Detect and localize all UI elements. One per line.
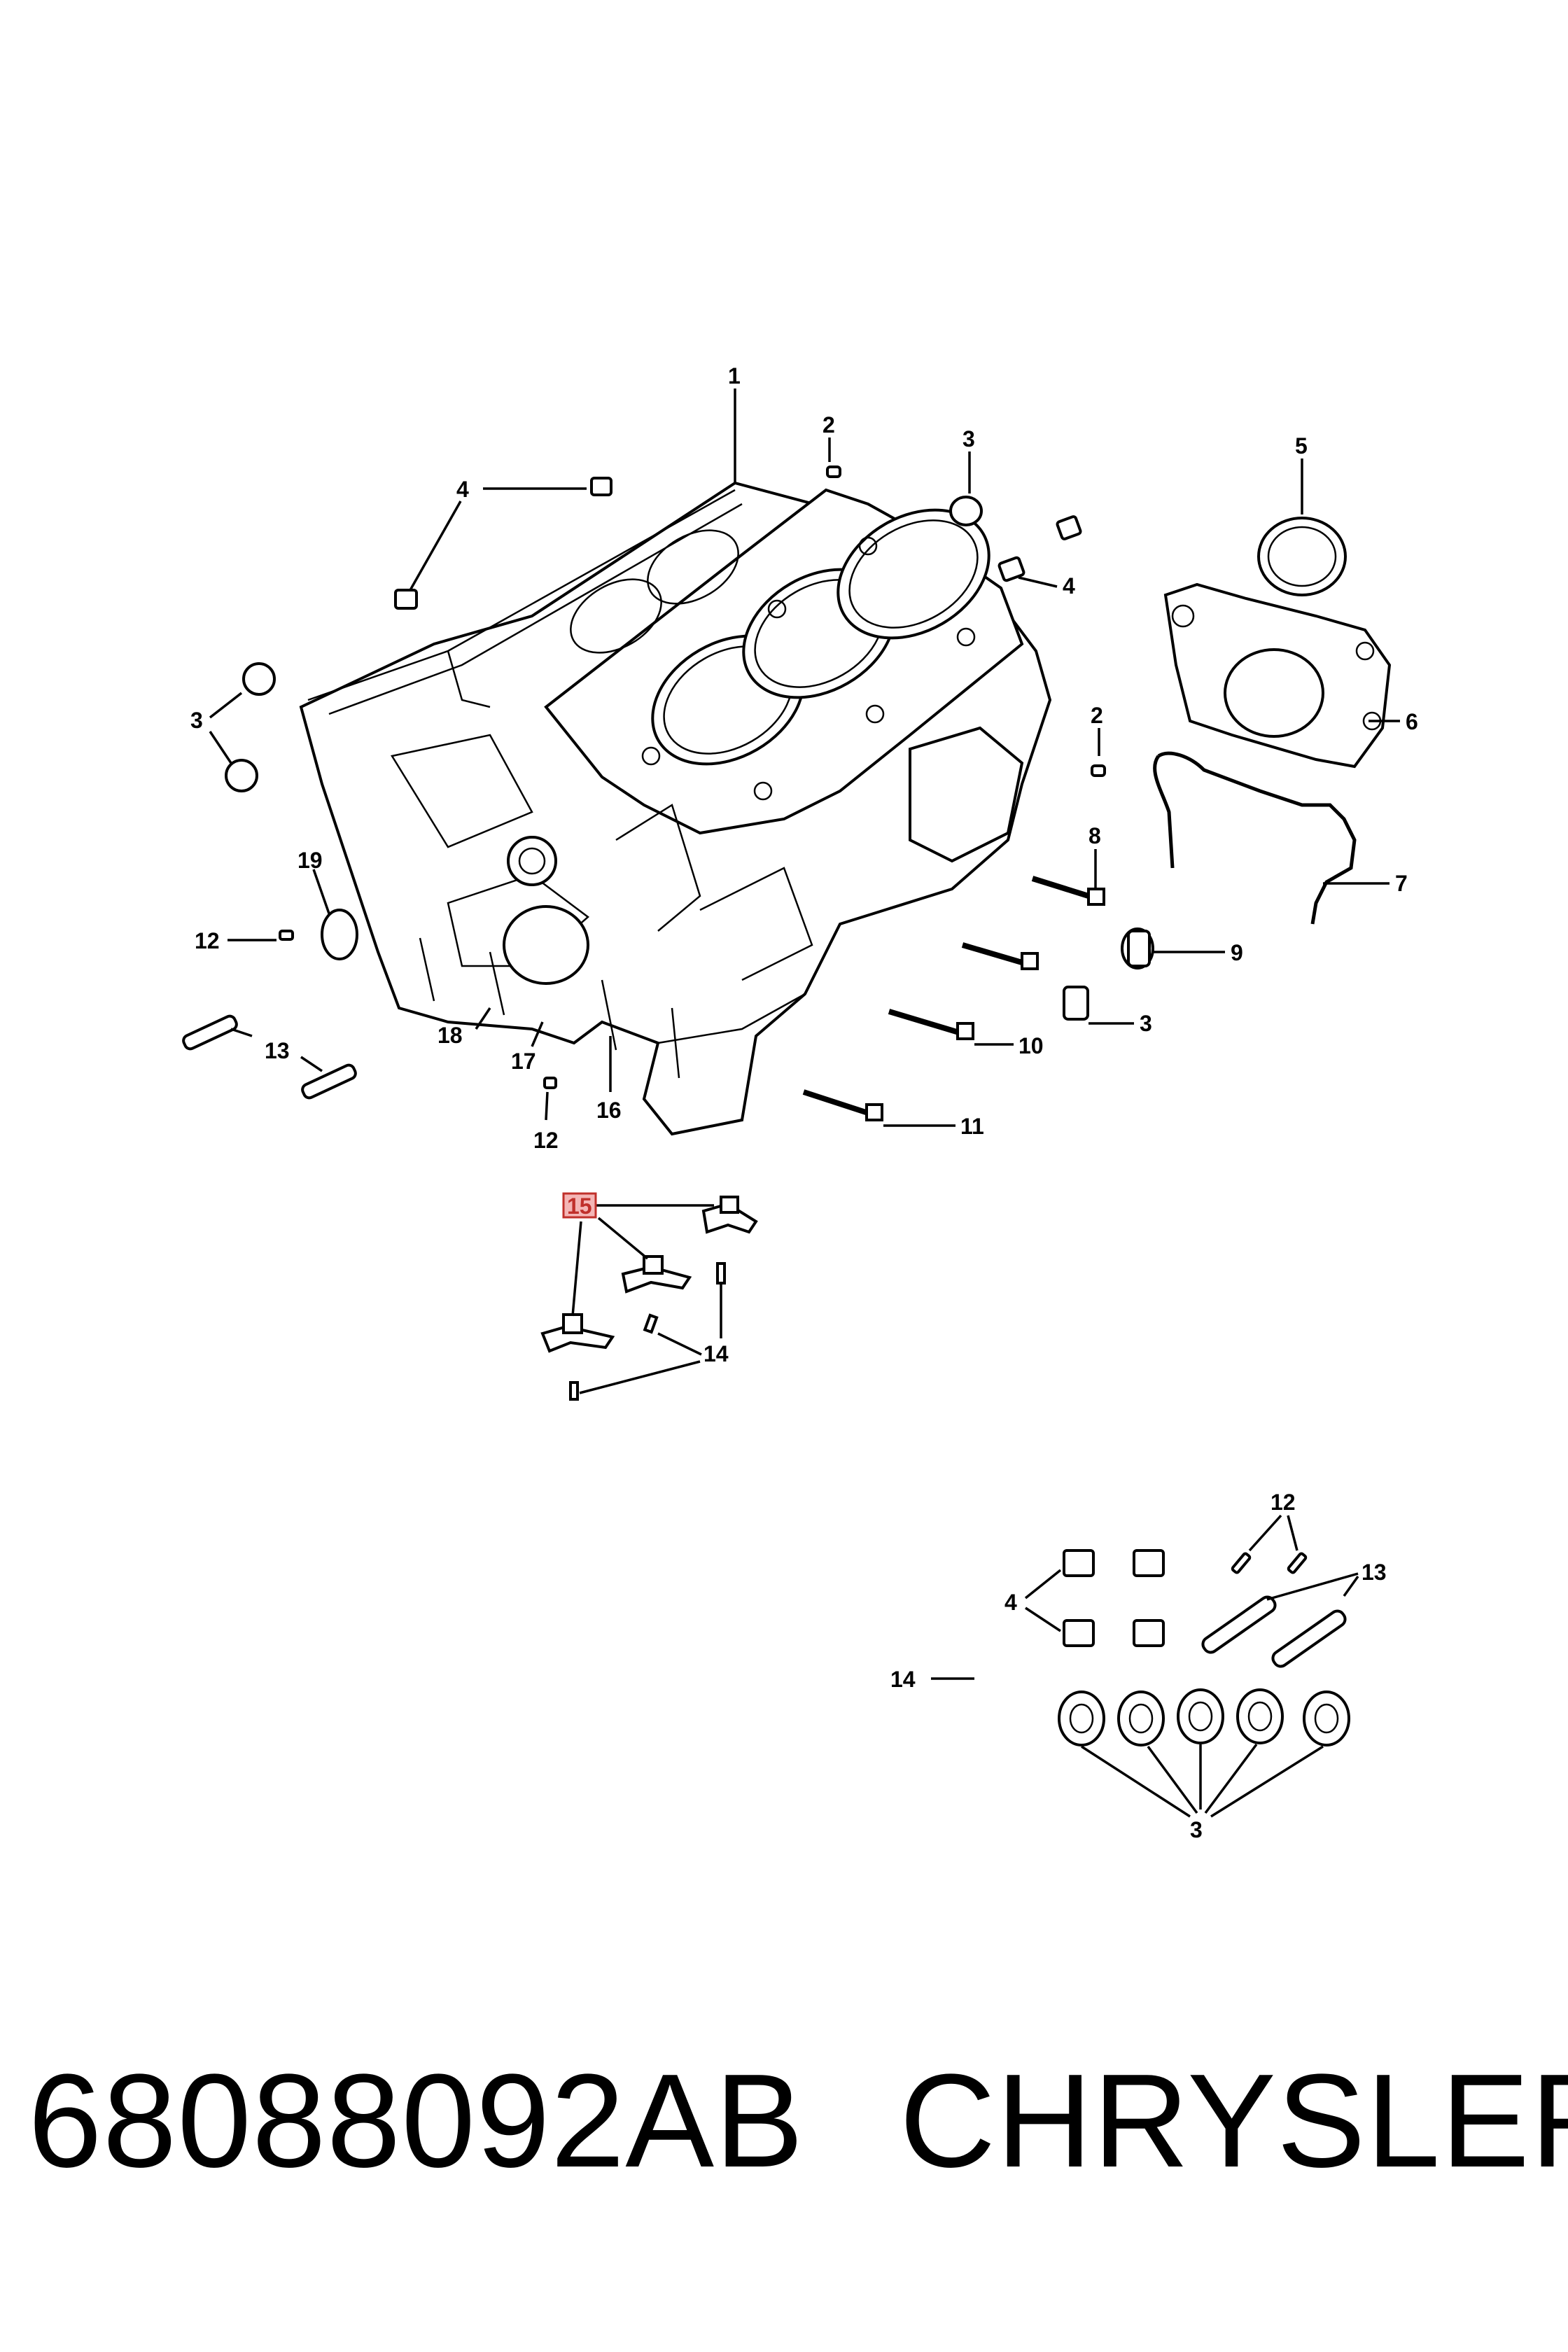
callout-13: 13 <box>265 1038 290 1063</box>
callout-2: 2 <box>1091 703 1103 728</box>
jet-bolt <box>569 1381 579 1401</box>
oil-jet <box>540 1313 615 1353</box>
kit-sleeve <box>1058 1690 1105 1746</box>
callout-12: 12 <box>533 1128 559 1153</box>
callout-3: 3 <box>1190 1817 1203 1842</box>
kit-sleeve <box>1303 1690 1350 1746</box>
callout-6: 6 <box>1406 709 1418 734</box>
jet-bolt <box>716 1262 726 1284</box>
footer: 68088092AB CHRYSLER <box>0 2051 1568 2191</box>
sleeve <box>1063 986 1089 1021</box>
callout-8: 8 <box>1088 823 1101 848</box>
bolt <box>802 1089 883 1121</box>
oil-jet <box>621 1255 692 1294</box>
bushing <box>394 589 418 610</box>
expansion-plug <box>242 662 276 696</box>
callout-5: 5 <box>1295 433 1308 458</box>
callout-3: 3 <box>190 708 203 733</box>
bushing <box>997 556 1026 582</box>
callout-1: 1 <box>728 363 741 388</box>
callout-14: 14 <box>890 1667 916 1692</box>
kit-sleeve <box>1177 1688 1224 1744</box>
expansion-plug <box>949 496 983 526</box>
callout-16: 16 <box>596 1098 622 1123</box>
bolt <box>888 1009 974 1040</box>
callout-10: 10 <box>1018 1033 1044 1058</box>
callout-17: 17 <box>511 1049 536 1074</box>
kit-dowel <box>1201 1595 1277 1654</box>
callout-3: 3 <box>1140 1011 1152 1036</box>
engine-block <box>299 481 1052 1136</box>
oil-jet <box>701 1196 758 1234</box>
bushing <box>1056 515 1082 540</box>
callout-14: 14 <box>704 1341 729 1366</box>
bolt <box>1031 876 1105 906</box>
sleeve <box>1121 927 1154 969</box>
jet-bolt <box>643 1313 659 1334</box>
bushing <box>590 477 612 496</box>
callout-12: 12 <box>195 928 220 953</box>
kit-sleeve <box>1117 1690 1165 1746</box>
callout-18: 18 <box>438 1023 463 1048</box>
seal-retainer <box>1163 582 1392 769</box>
kit-pin <box>1231 1552 1252 1574</box>
callout-2: 2 <box>822 412 835 438</box>
callout-4: 4 <box>456 477 469 502</box>
expansion-plug <box>225 759 258 792</box>
seal-ring <box>321 909 358 960</box>
bolt <box>961 942 1039 970</box>
kit-bushing <box>1063 1549 1095 1577</box>
gasket <box>1153 751 1357 925</box>
kit-sleeve <box>1236 1688 1284 1744</box>
kit-bushing <box>1133 1549 1165 1577</box>
kit-pin <box>1287 1552 1308 1574</box>
dowel-pin <box>1091 764 1106 777</box>
callout-19: 19 <box>298 848 323 873</box>
callout-3: 3 <box>962 426 975 451</box>
callout-15: 15 <box>567 1194 592 1219</box>
callout-15-highlight <box>562 1192 597 1219</box>
callout-9: 9 <box>1231 940 1243 965</box>
pin <box>279 930 294 941</box>
brand-name: CHRYSLER <box>899 2047 1568 2195</box>
callout-13: 13 <box>1362 1560 1387 1585</box>
pin <box>543 1077 557 1089</box>
dowel <box>182 1014 238 1051</box>
part-number: 68088092AB <box>28 2047 804 2195</box>
dowel-pin <box>826 465 841 478</box>
callout-7: 7 <box>1395 871 1408 896</box>
kit-dowel <box>1271 1609 1347 1668</box>
kit-bushing <box>1063 1619 1095 1647</box>
callout-12: 12 <box>1270 1490 1296 1515</box>
callout-4: 4 <box>1063 573 1075 598</box>
leader-lines <box>209 388 1400 1818</box>
callout-11: 11 <box>960 1114 984 1139</box>
dowel <box>301 1063 357 1100</box>
rear-main-seal <box>1257 517 1347 596</box>
callout-4: 4 <box>1004 1590 1017 1615</box>
kit-bushing <box>1133 1619 1165 1647</box>
